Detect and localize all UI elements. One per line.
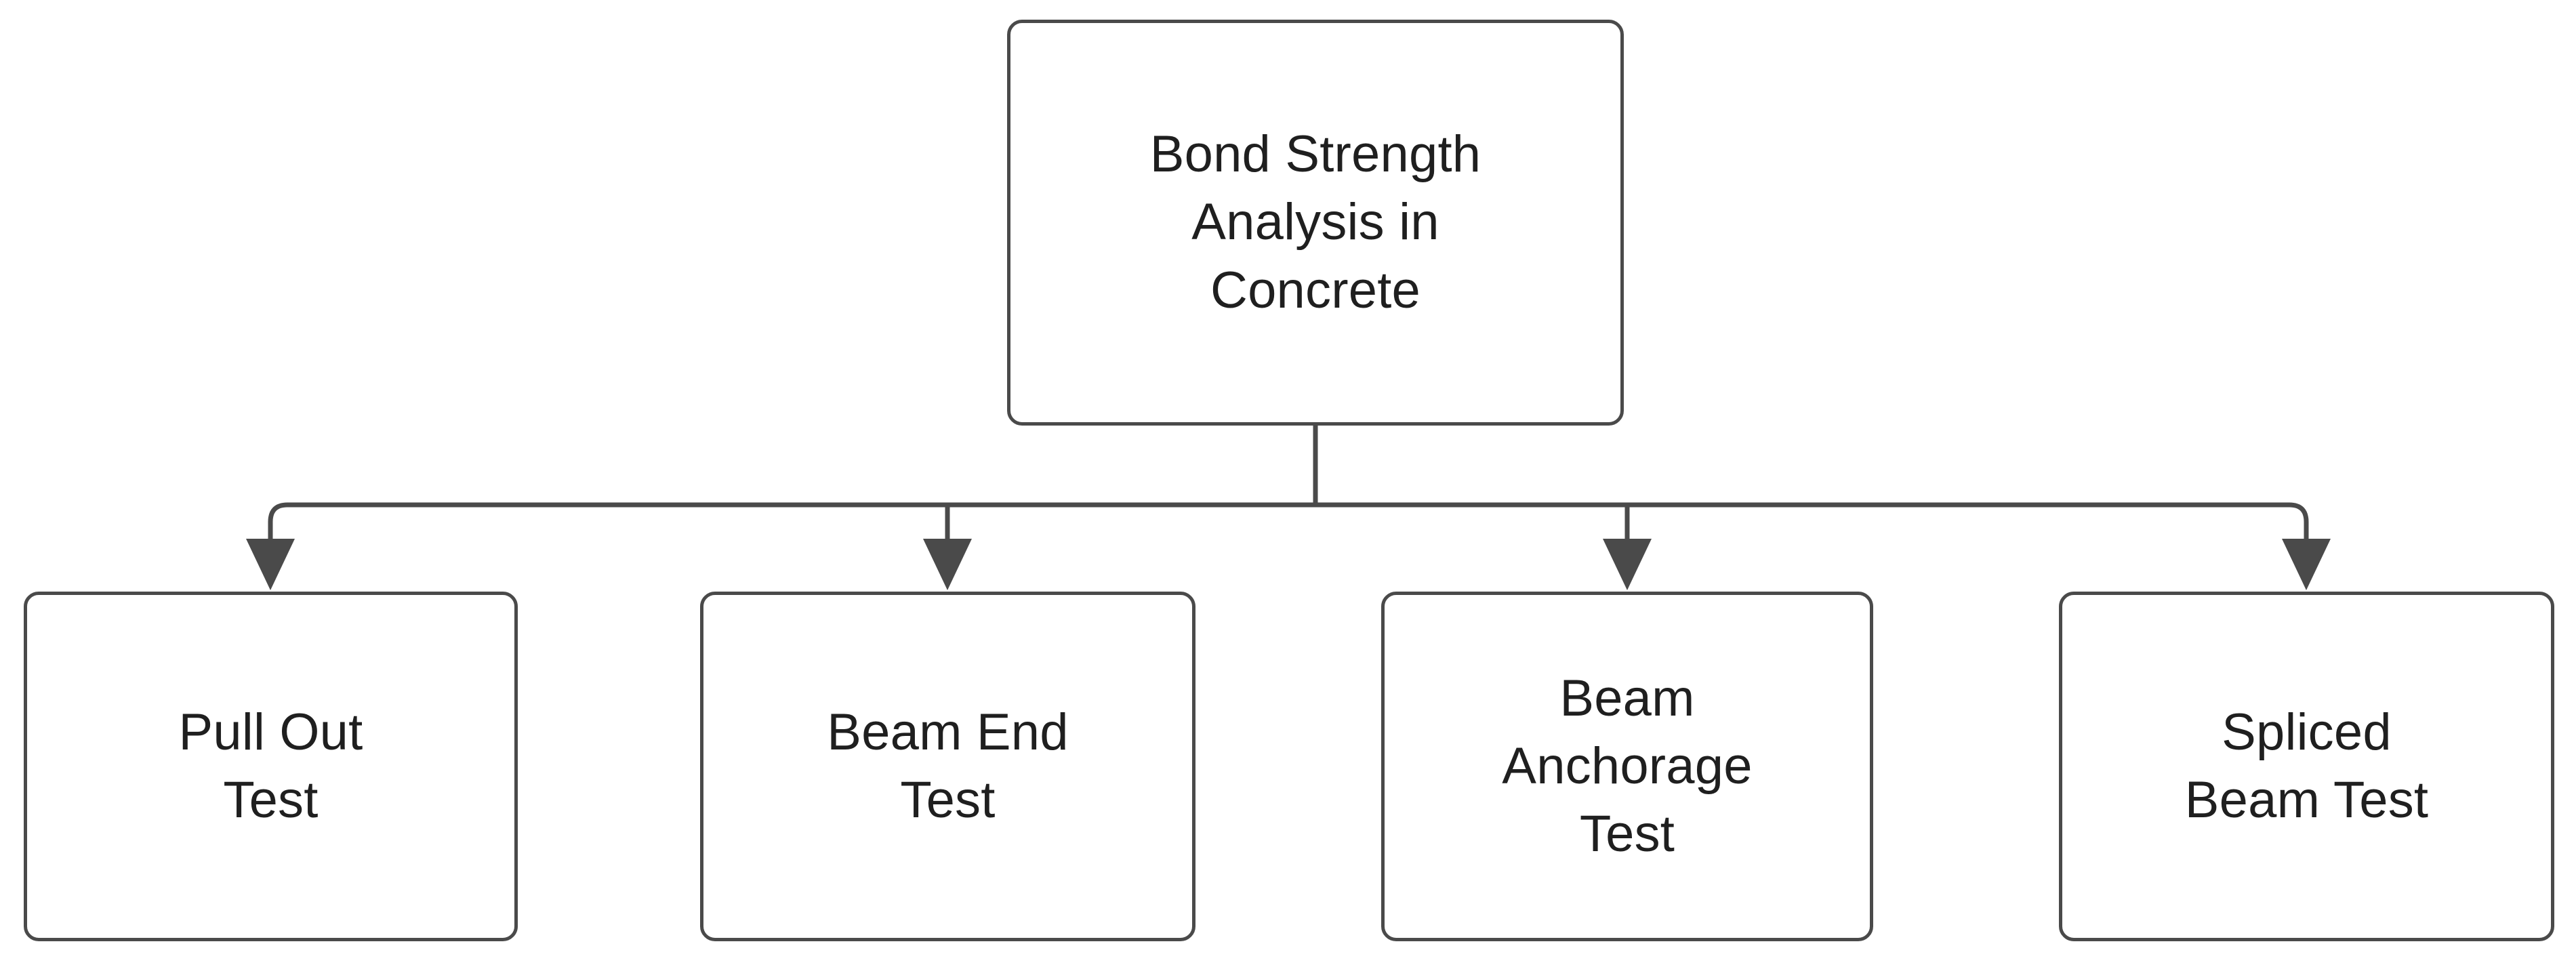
arrowhead-beamend-icon — [923, 539, 972, 590]
flowchart-node-pull-out-test[interactable]: Pull Out Test — [24, 592, 518, 941]
node-label-pull-out-test: Pull Out Test — [178, 703, 363, 829]
flowchart-node-spliced-beam-test[interactable]: Spliced Beam Test — [2059, 592, 2554, 941]
edge-bus-to-beamanchorage — [1315, 502, 1630, 542]
edge-bus-to-beamend — [945, 502, 1315, 542]
arrowhead-splicedbeam-icon — [2282, 539, 2331, 590]
flowchart-node-beam-end-test[interactable]: Beam End Test — [700, 592, 1195, 941]
arrowhead-pullout-icon — [246, 539, 295, 590]
flowchart-node-root[interactable]: Bond Strength Analysis in Concrete — [1007, 20, 1624, 426]
flowchart-node-beam-anchorage-test[interactable]: Beam Anchorage Test — [1381, 592, 1873, 941]
node-label-spliced-beam-test: Spliced Beam Test — [2184, 703, 2429, 829]
edge-bus-to-pullout — [268, 502, 1315, 542]
node-label-beam-anchorage-test: Beam Anchorage Test — [1502, 669, 1753, 863]
edge-bus-to-splicedbeam — [1315, 502, 2309, 542]
arrowhead-beamanchorage-icon — [1603, 539, 1652, 590]
node-label-root: Bond Strength Analysis in Concrete — [1149, 125, 1481, 319]
node-label-beam-end-test: Beam End Test — [827, 703, 1069, 829]
